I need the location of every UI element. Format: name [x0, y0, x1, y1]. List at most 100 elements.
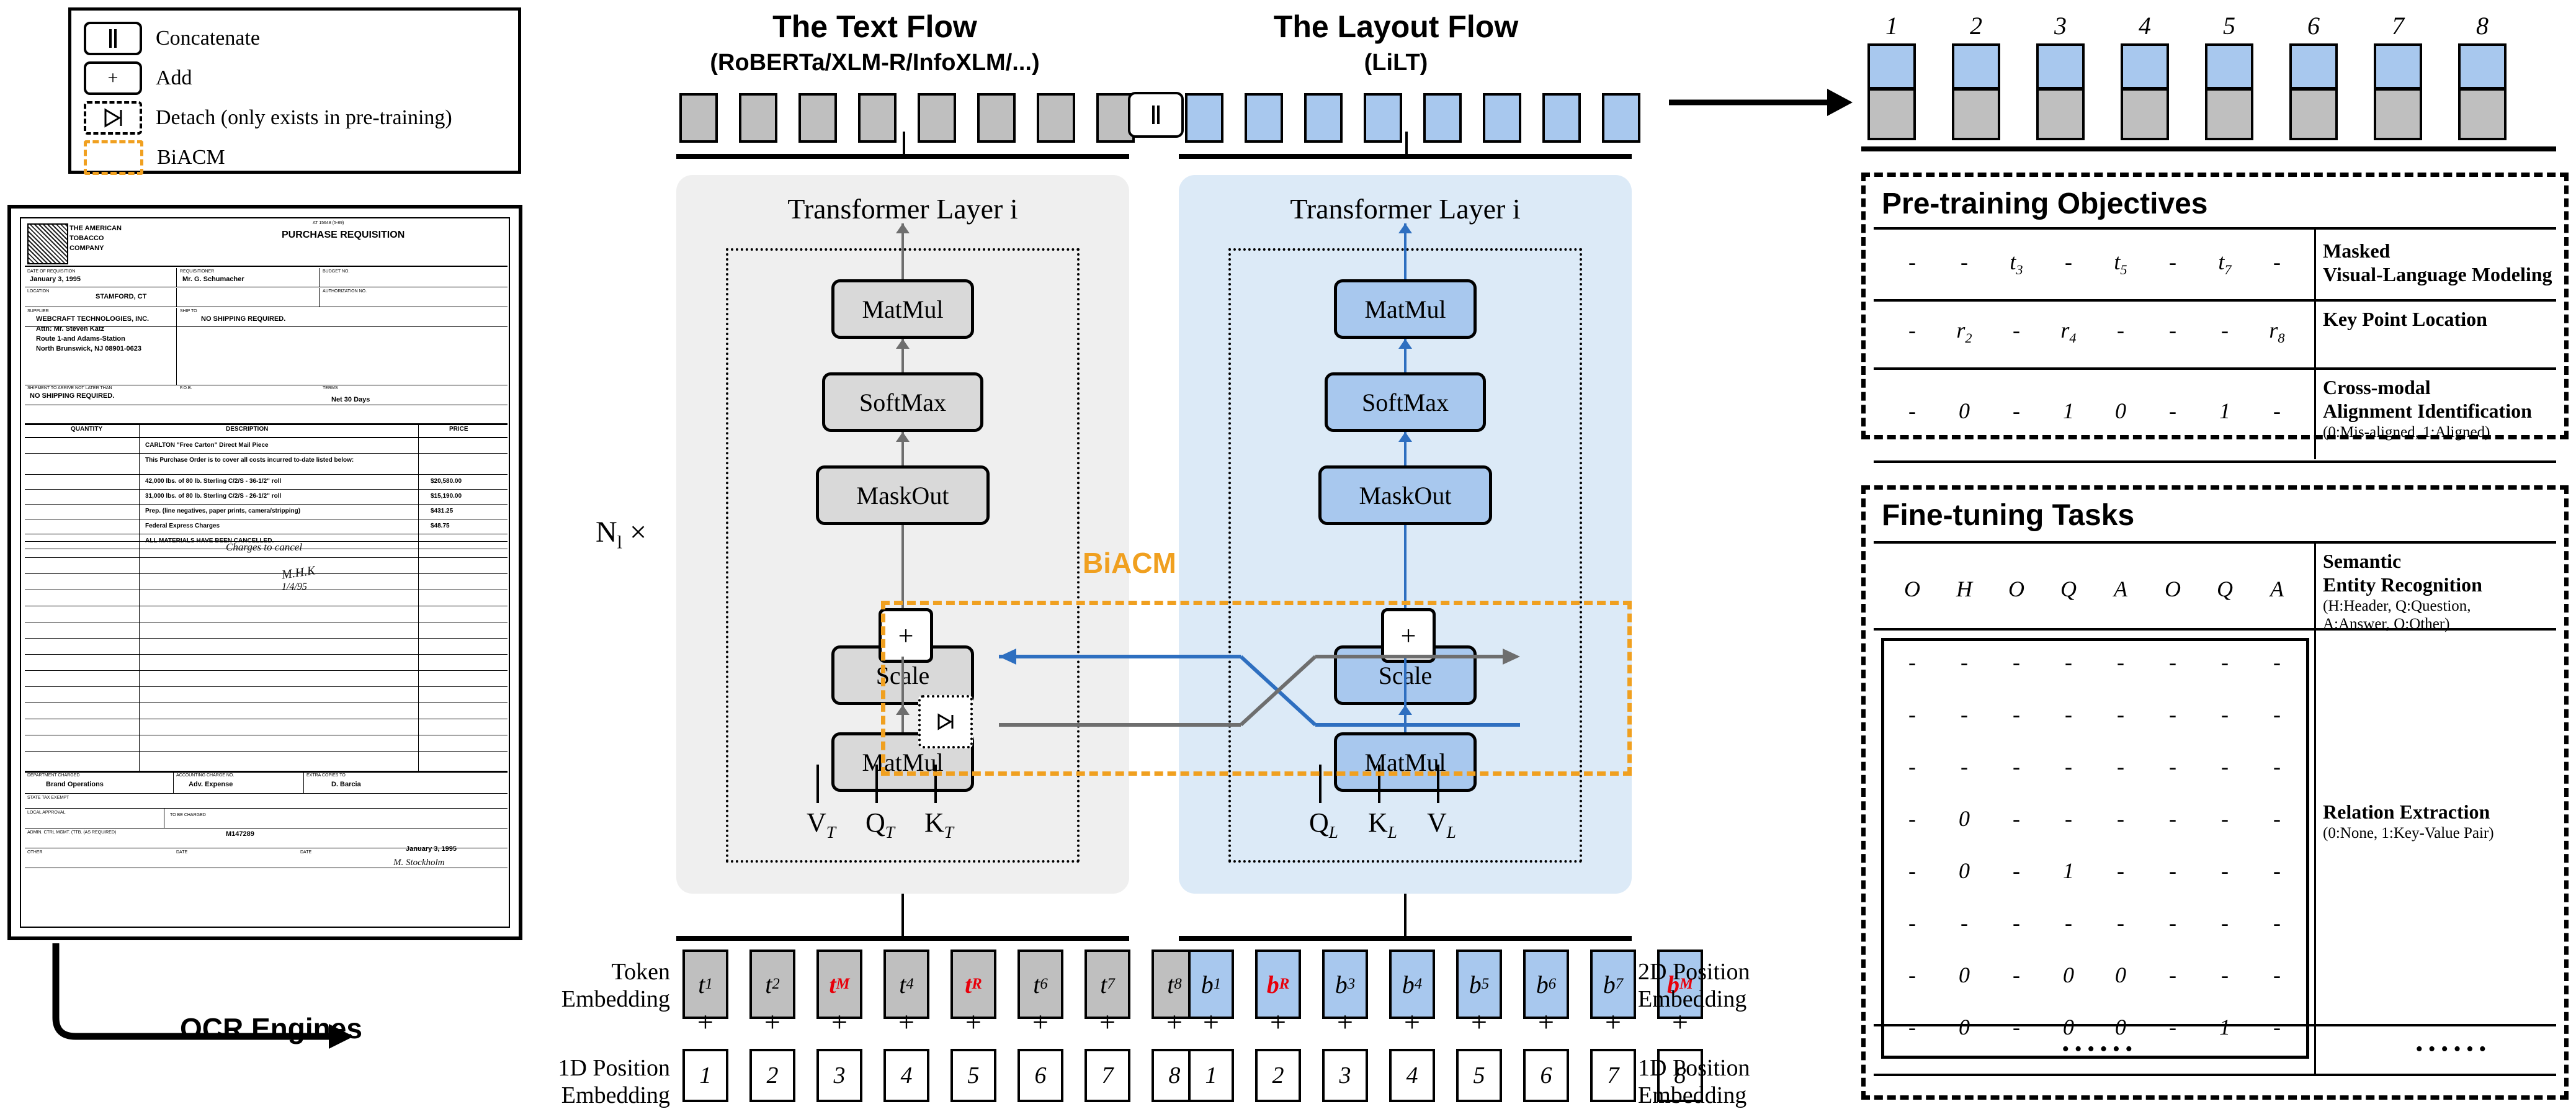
- pretraining-cell: -: [2117, 318, 2124, 343]
- pretraining-cell: t7: [2218, 249, 2232, 278]
- text-position-box: 2: [749, 1049, 795, 1102]
- document-text: Adv. Expense: [189, 781, 233, 788]
- document-rule: [25, 489, 508, 490]
- document-text: $15,190.00: [431, 493, 462, 500]
- document-rule: [25, 437, 508, 438]
- flow-wire: [1404, 525, 1407, 608]
- document-text: $20,580.00: [431, 478, 462, 485]
- ser-cell: Q: [2217, 577, 2233, 601]
- output-bar-blue: [1867, 43, 1916, 89]
- plus-symbol: +: [1471, 1006, 1487, 1038]
- layout-op-softmax: SoftMax: [1325, 372, 1486, 432]
- re-cell: -: [2117, 650, 2124, 675]
- re-cell: 0: [1959, 858, 1970, 883]
- layer-repeat-label: Nl ×: [596, 515, 646, 554]
- layout-output-token: [1542, 93, 1581, 143]
- re-cell: 1: [2219, 1015, 2230, 1039]
- document-text: January 3, 1995: [30, 276, 81, 283]
- pretraining-row-rule: [1874, 299, 2556, 302]
- text-position-box: 4: [883, 1049, 929, 1102]
- flow-arrowhead: [896, 705, 910, 715]
- document-text: Federal Express Charges: [145, 523, 220, 529]
- re-cell: -: [2013, 963, 2020, 987]
- qkv-line: [934, 765, 937, 803]
- layout-flow-subtitle: (LiLT): [1364, 50, 1428, 76]
- re-cell: -: [2221, 858, 2229, 883]
- flow-wire: [1404, 657, 1407, 707]
- document-text: Route 1-and Adams-Station: [36, 335, 125, 343]
- re-row-rule: [1874, 1024, 2556, 1026]
- document-rule: [176, 268, 177, 287]
- repeat-times: ×: [629, 516, 647, 549]
- text-output-token: [1037, 93, 1075, 143]
- pretraining-cell: 1: [2063, 398, 2074, 423]
- document-text: NO SHIPPING REQUIRED.: [201, 315, 286, 323]
- pretraining-cell: -: [1908, 398, 1916, 423]
- re-cell: -: [1908, 858, 1916, 883]
- finetuning-header-rule: [1874, 541, 2556, 544]
- document-text: North Brunswick, NJ 08901-0623: [36, 345, 141, 352]
- document-text: DATE OF REQUISITION: [27, 269, 76, 274]
- output-bar-number: 7: [2392, 12, 2404, 40]
- flow-arrowhead: [896, 339, 910, 349]
- re-cell: -: [2273, 650, 2281, 675]
- re-cell: -: [2221, 910, 2229, 935]
- legend-label-3: BiACM: [157, 146, 225, 169]
- document-handwriting: Charges to cancel: [226, 541, 303, 553]
- flow-arrow: [1404, 705, 1407, 732]
- document-text: PRICE: [449, 426, 468, 433]
- re-cell: -: [2169, 806, 2176, 831]
- re-cell: -: [1908, 754, 1916, 779]
- pretraining-header-rule: [1874, 227, 2556, 230]
- document-text: QUANTITY: [71, 426, 103, 433]
- document-text: SHIP TO: [180, 309, 197, 313]
- re-cell: -: [2169, 702, 2176, 727]
- output-bar-blue: [2374, 43, 2422, 89]
- ocr-arrow-icon: [52, 943, 354, 1049]
- re-cell: -: [2013, 1015, 2020, 1039]
- plus-symbol: +: [1270, 1006, 1286, 1038]
- text-output-token: [858, 93, 897, 143]
- pretraining-cell: 0: [1959, 398, 1970, 423]
- pretraining-cell: 1: [2219, 398, 2230, 423]
- document-text: STAMFORD, CT: [96, 293, 147, 300]
- plus-symbol: +: [1032, 1006, 1049, 1038]
- text-position-box: 3: [816, 1049, 862, 1102]
- ser-row-rule: [1874, 628, 2556, 631]
- document-text: Prep. (line negatives, paper prints, cam…: [145, 508, 301, 514]
- finetuning-split-line: [2314, 542, 2316, 1074]
- layout-position-box: 3: [1322, 1049, 1368, 1102]
- re-cell: -: [1908, 650, 1916, 675]
- flow-arrow: [901, 339, 904, 372]
- re-cell: -: [1961, 650, 1968, 675]
- pretraining-title: Pre-training Objectives: [1882, 187, 2208, 220]
- pretraining-split-line: [2314, 228, 2316, 459]
- layout-flow-title: The Layout Flow: [1273, 9, 1519, 44]
- output-bar-number: 3: [2054, 12, 2067, 40]
- biacm-label: BiACM: [1083, 547, 1176, 579]
- layout-op-matmul: MatMul: [1334, 279, 1477, 339]
- re-cell: -: [1908, 910, 1916, 935]
- plus-symbol: +: [1404, 1006, 1420, 1038]
- re-cell: 0: [2115, 963, 2126, 987]
- document-text: SUPPLIER: [27, 309, 49, 313]
- document-text: CARLTON "Free Carton" Direct Mail Piece: [145, 442, 269, 449]
- output-bar-number: 1: [1885, 12, 1898, 40]
- document-text: Brand Operations: [46, 781, 104, 788]
- plus-symbol: +: [1672, 1006, 1688, 1038]
- re-cell: -: [2117, 910, 2124, 935]
- document-rule: [303, 771, 304, 793]
- document-text: TO BE CHARGED: [170, 813, 206, 817]
- re-cell: -: [2065, 702, 2072, 727]
- qkv-line: [1437, 765, 1439, 803]
- pretraining-cell: -: [1908, 318, 1916, 343]
- flow-connector: [1405, 132, 1408, 155]
- qkv-line: [875, 765, 878, 803]
- layout-output-token: [1602, 93, 1640, 143]
- layout-output-token: [1304, 93, 1343, 143]
- document-signature: M.H.K: [280, 563, 316, 582]
